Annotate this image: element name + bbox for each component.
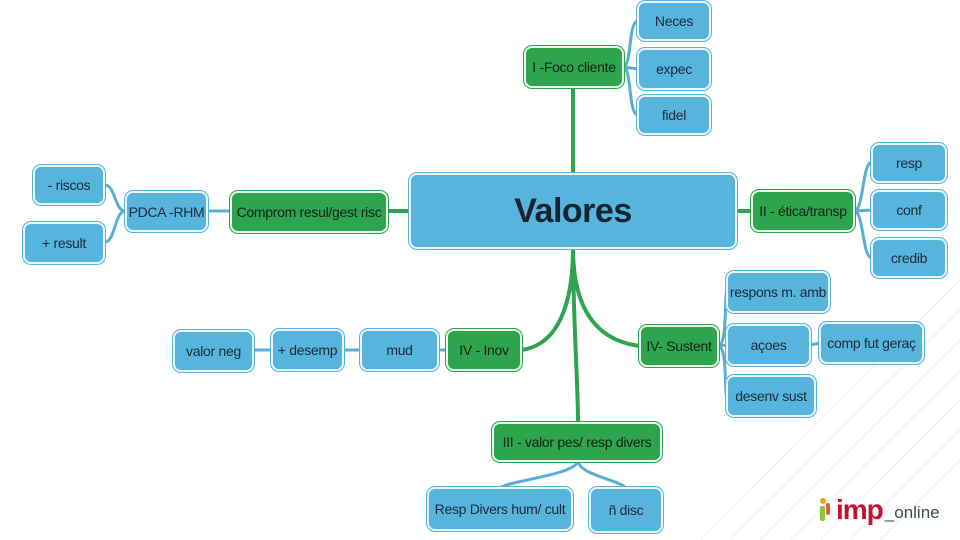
branch-inov[interactable]: IV - Inov — [446, 329, 522, 371]
leaf-mud[interactable]: mud — [360, 329, 439, 371]
leaf-neces[interactable]: Neces — [637, 1, 711, 41]
leaf-comp-fut-gerac[interactable]: comp fut geraç — [819, 322, 924, 364]
branch-etica-transp[interactable]: II - ética/transp — [751, 190, 855, 232]
leaf-valor-neg[interactable]: valor neg — [173, 330, 254, 372]
logo-main-text: imp — [836, 494, 884, 525]
node-pdca-rhm[interactable]: PDCA -RHM — [125, 191, 208, 232]
leaf-resp-divers-hum-cult[interactable]: Resp Divers hum/ cult — [427, 487, 573, 531]
leaf-respons-m-amb[interactable]: respons m. amb — [726, 271, 830, 313]
branch-sustent[interactable]: IV- Sustent — [639, 325, 719, 367]
leaf-credib[interactable]: credib — [871, 238, 947, 278]
leaf-acoes[interactable]: açoes — [726, 324, 811, 366]
imp-online-logo: imp _online — [818, 494, 940, 526]
leaf-riscos[interactable]: - riscos — [33, 165, 105, 205]
leaf-expec[interactable]: expec — [637, 48, 711, 90]
branch-foco-cliente[interactable]: I -Foco cliente — [524, 46, 624, 88]
leaf-n-disc[interactable]: ñ disc — [589, 487, 663, 533]
leaf-desemp[interactable]: + desemp — [271, 329, 344, 371]
mindmap-connectors — [103, 19, 874, 490]
root-node-valores[interactable]: Valores — [409, 173, 737, 249]
leaf-conf[interactable]: conf — [871, 190, 947, 230]
branch-comprom-resul[interactable]: Comprom resul/gest risc — [230, 191, 388, 233]
logo-suffix-text: _online — [884, 503, 940, 522]
leaf-fidel[interactable]: fidel — [637, 95, 711, 135]
branch-valor-pes-resp-divers[interactable]: III - valor pes/ resp divers — [492, 422, 662, 462]
leaf-desenv-sust[interactable]: desenv sust — [726, 375, 816, 417]
leaf-resp[interactable]: resp — [871, 143, 947, 183]
logo-figure-icon — [818, 497, 832, 523]
leaf-result[interactable]: + result — [23, 222, 105, 264]
